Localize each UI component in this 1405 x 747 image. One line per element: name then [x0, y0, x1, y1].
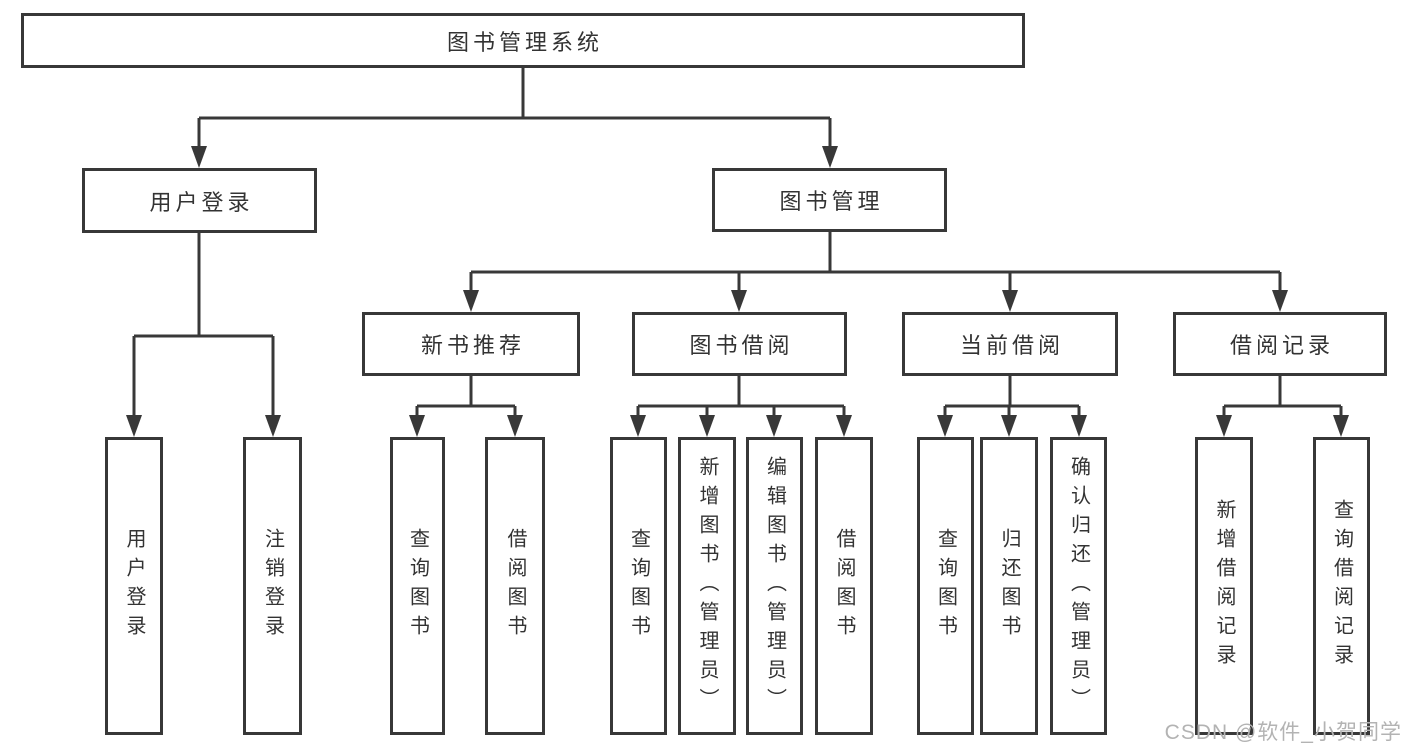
arrowhead-icon: [1272, 290, 1288, 312]
arrowhead-icon: [836, 415, 852, 437]
leaf-borrow-books: 借阅图书: [815, 437, 873, 735]
node-label: 用户登录: [149, 189, 254, 215]
node-label: 注销登录: [261, 528, 284, 644]
node-label: 当前借阅: [959, 333, 1064, 358]
node-label: 用户登录: [123, 528, 145, 644]
arrowhead-icon: [699, 415, 715, 437]
node-label: 图书管理系统: [446, 29, 603, 55]
leaf-logout: 注销登录: [243, 437, 302, 735]
connector-book-borrow-children: [636, 376, 846, 421]
node-label: 编辑图书（管理员）: [763, 455, 786, 717]
node-borrow-records: 借阅记录: [1173, 312, 1387, 376]
leaf-return-books: 归还图书: [980, 437, 1038, 735]
arrowhead-icon: [126, 415, 142, 437]
node-new-book-recommend: 新书推荐: [362, 312, 580, 376]
connector-root-to-level2: [197, 68, 832, 150]
node-label: 新增借阅记录: [1213, 499, 1235, 673]
node-library-system: 图书管理系统: [21, 13, 1025, 68]
arrowhead-icon: [409, 415, 425, 437]
node-label: 图书管理: [779, 189, 884, 214]
connector-borrow-records-children: [1222, 376, 1343, 421]
node-label: 归还图书: [998, 528, 1020, 644]
arrowhead-icon: [1001, 415, 1017, 437]
leaf-borrow-books-recommend: 借阅图书: [485, 437, 545, 735]
leaf-query-books-recommend: 查询图书: [390, 437, 445, 735]
node-user-login: 用户登录: [82, 168, 317, 233]
connector-user-login-children: [132, 233, 275, 421]
node-label: 借阅图书: [504, 528, 526, 644]
leaf-query-books-current: 查询图书: [917, 437, 974, 735]
leaf-user-login: 用户登录: [105, 437, 163, 735]
arrowhead-icon: [1216, 415, 1232, 437]
leaf-add-book-admin: 新增图书（管理员）: [678, 437, 736, 735]
arrowhead-icon: [731, 290, 747, 312]
arrowhead-icon: [1002, 290, 1018, 312]
arrowhead-icon: [1333, 415, 1349, 437]
node-label: 借阅记录: [1229, 333, 1334, 358]
arrowhead-icon: [822, 146, 838, 168]
arrowhead-icon: [191, 146, 207, 168]
csdn-watermark: CSDN @软件_小贺同学: [1164, 721, 1402, 744]
arrowhead-icon: [630, 415, 646, 437]
node-label: 新增图书（管理员）: [696, 455, 718, 717]
arrowhead-icon: [766, 415, 782, 437]
node-label: 查询借阅记录: [1330, 499, 1353, 673]
connector-book-management-children: [469, 232, 1282, 294]
leaf-confirm-return-admin: 确认归还（管理员）: [1050, 437, 1107, 735]
node-label: 新书推荐: [420, 333, 525, 358]
arrowhead-icon: [265, 415, 281, 437]
node-current-borrow: 当前借阅: [902, 312, 1118, 376]
node-label: 查询图书: [406, 528, 429, 644]
leaf-add-borrow-record: 新增借阅记录: [1195, 437, 1253, 735]
arrowhead-icon: [507, 415, 523, 437]
node-book-borrow: 图书借阅: [632, 312, 847, 376]
node-label: 确认归还（管理员）: [1067, 455, 1090, 717]
arrowheads-group: [126, 146, 1349, 437]
node-label: 查询图书: [934, 528, 957, 644]
leaf-edit-book-admin: 编辑图书（管理员）: [746, 437, 803, 735]
connector-new-book-recommend-children: [415, 376, 517, 421]
arrowhead-icon: [937, 415, 953, 437]
node-label: 图书借阅: [689, 333, 794, 358]
leaf-query-borrow-record: 查询借阅记录: [1313, 437, 1370, 735]
node-label: 查询图书: [627, 528, 650, 644]
leaf-query-books-borrow: 查询图书: [610, 437, 667, 735]
node-book-management: 图书管理: [712, 168, 947, 232]
arrowhead-icon: [463, 290, 479, 312]
connector-current-borrow-children: [943, 376, 1081, 421]
node-label: 借阅图书: [833, 528, 855, 644]
arrowhead-icon: [1071, 415, 1087, 437]
